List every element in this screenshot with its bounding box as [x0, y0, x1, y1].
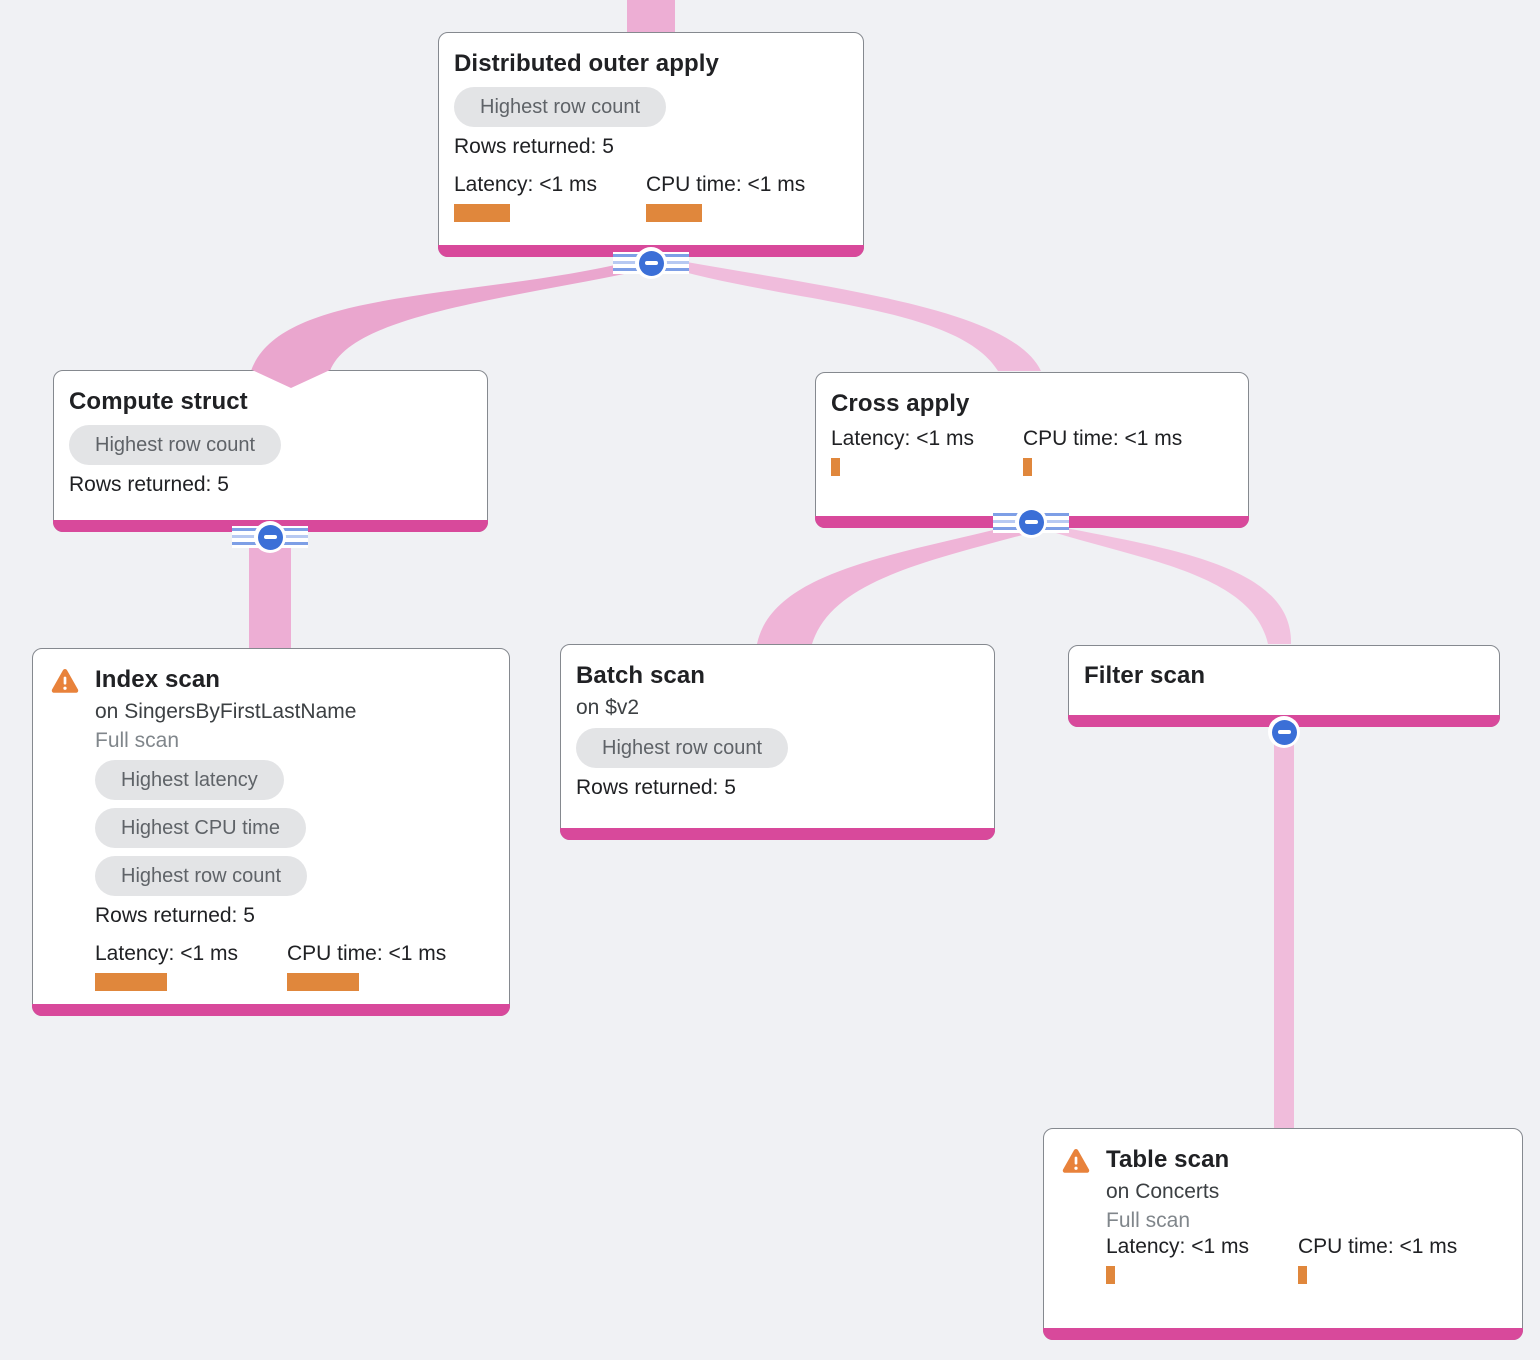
badge-highest-row-count: Highest row count: [576, 728, 789, 768]
node-footer-bar: [1043, 1328, 1523, 1340]
node-scan-type: Full scan: [1106, 1209, 1191, 1232]
badge-highest-cpu-time: Highest CPU time: [95, 808, 306, 848]
latency-bar: [831, 458, 840, 476]
node-index-scan[interactable]: Index scan on SingersByFirstLastName Ful…: [32, 648, 510, 1016]
badge-highest-row-count: Highest row count: [454, 87, 667, 127]
minus-icon: [1271, 719, 1297, 745]
node-subtitle: on SingersByFirstLastName: [95, 700, 357, 723]
node-title: Distributed outer apply: [454, 50, 719, 77]
cpu-time-bar: [1298, 1266, 1307, 1284]
metrics-row: Latency: <1 ms CPU time: <1 ms: [1106, 1235, 1504, 1284]
latency-label: Latency: <1 ms: [831, 427, 974, 450]
warning-icon: [51, 668, 95, 694]
cpu-time-label: CPU time: <1 ms: [287, 942, 447, 965]
node-batch-scan[interactable]: Batch scan on $v2 Highest row count Rows…: [560, 644, 995, 840]
node-title: Table scan: [1106, 1146, 1230, 1173]
minus-icon: [257, 524, 283, 550]
edge-cross-apply-to-batch-scan: [757, 527, 1037, 644]
badge-highest-row-count: Highest row count: [95, 856, 308, 896]
latency-label: Latency: <1 ms: [95, 942, 238, 965]
edge-distributed-outer-apply-to-compute-struct: [251, 261, 667, 371]
latency-bar: [454, 204, 510, 222]
node-subtitle: on Concerts: [1106, 1180, 1220, 1203]
latency-label: Latency: <1 ms: [1106, 1235, 1249, 1258]
cpu-time-label: CPU time: <1 ms: [1023, 427, 1183, 450]
cpu-time-bar: [287, 973, 359, 991]
rows-returned-label: Rows returned: 5: [69, 473, 229, 496]
cpu-time-label: CPU time: <1 ms: [646, 173, 806, 196]
metrics-row: Latency: <1 ms CPU time: <1 ms: [454, 173, 848, 222]
node-subtitle: on $v2: [576, 696, 640, 719]
edge-cross-apply-to-filter-scan: [1043, 527, 1292, 644]
node-title: Batch scan: [576, 662, 706, 689]
node-compute-struct[interactable]: Compute struct Highest row count Rows re…: [53, 370, 488, 532]
rows-returned-label: Rows returned: 5: [95, 904, 255, 927]
node-cross-apply[interactable]: Cross apply Latency: <1 ms CPU time: <1 …: [815, 372, 1249, 528]
node-distributed-outer-apply[interactable]: Distributed outer apply Highest row coun…: [438, 32, 864, 257]
cpu-time-bar: [1023, 458, 1032, 476]
collapse-button-cross-apply[interactable]: [993, 506, 1069, 538]
metrics-row: Latency: <1 ms CPU time: <1 ms: [95, 942, 491, 991]
badge-highest-row-count: Highest row count: [69, 425, 282, 465]
warning-icon: [1062, 1148, 1106, 1174]
node-table-scan[interactable]: Table scan on Concerts Full scan Latency…: [1043, 1128, 1523, 1340]
node-filter-scan[interactable]: Filter scan: [1068, 645, 1500, 727]
cpu-time-label: CPU time: <1 ms: [1298, 1235, 1458, 1258]
latency-bar: [1106, 1266, 1115, 1284]
collapse-button-distributed-outer-apply[interactable]: [613, 247, 689, 279]
node-title: Filter scan: [1084, 662, 1206, 689]
node-title: Index scan: [95, 666, 221, 693]
edge-distributed-outer-apply-to-cross-apply: [657, 261, 1041, 371]
cpu-time-bar: [646, 204, 702, 222]
node-scan-type: Full scan: [95, 729, 180, 752]
edge-filter-scan-to-table-scan: [1274, 726, 1294, 1129]
minus-icon: [638, 250, 664, 276]
collapse-button-filter-scan[interactable]: [1268, 716, 1300, 748]
latency-label: Latency: <1 ms: [454, 173, 597, 196]
minus-icon: [1018, 509, 1044, 535]
latency-bar: [95, 973, 167, 991]
node-footer-bar: [560, 828, 995, 840]
collapse-button-compute-struct[interactable]: [232, 521, 308, 553]
node-title: Compute struct: [69, 388, 248, 415]
edge-parent-to-distributed-outer-apply: [627, 0, 675, 34]
node-title: Cross apply: [831, 390, 970, 417]
rows-returned-label: Rows returned: 5: [454, 135, 614, 158]
node-footer-bar: [32, 1004, 510, 1016]
rows-returned-label: Rows returned: 5: [576, 776, 736, 799]
badge-highest-latency: Highest latency: [95, 760, 284, 800]
metrics-row: Latency: <1 ms CPU time: <1 ms: [831, 427, 1233, 476]
